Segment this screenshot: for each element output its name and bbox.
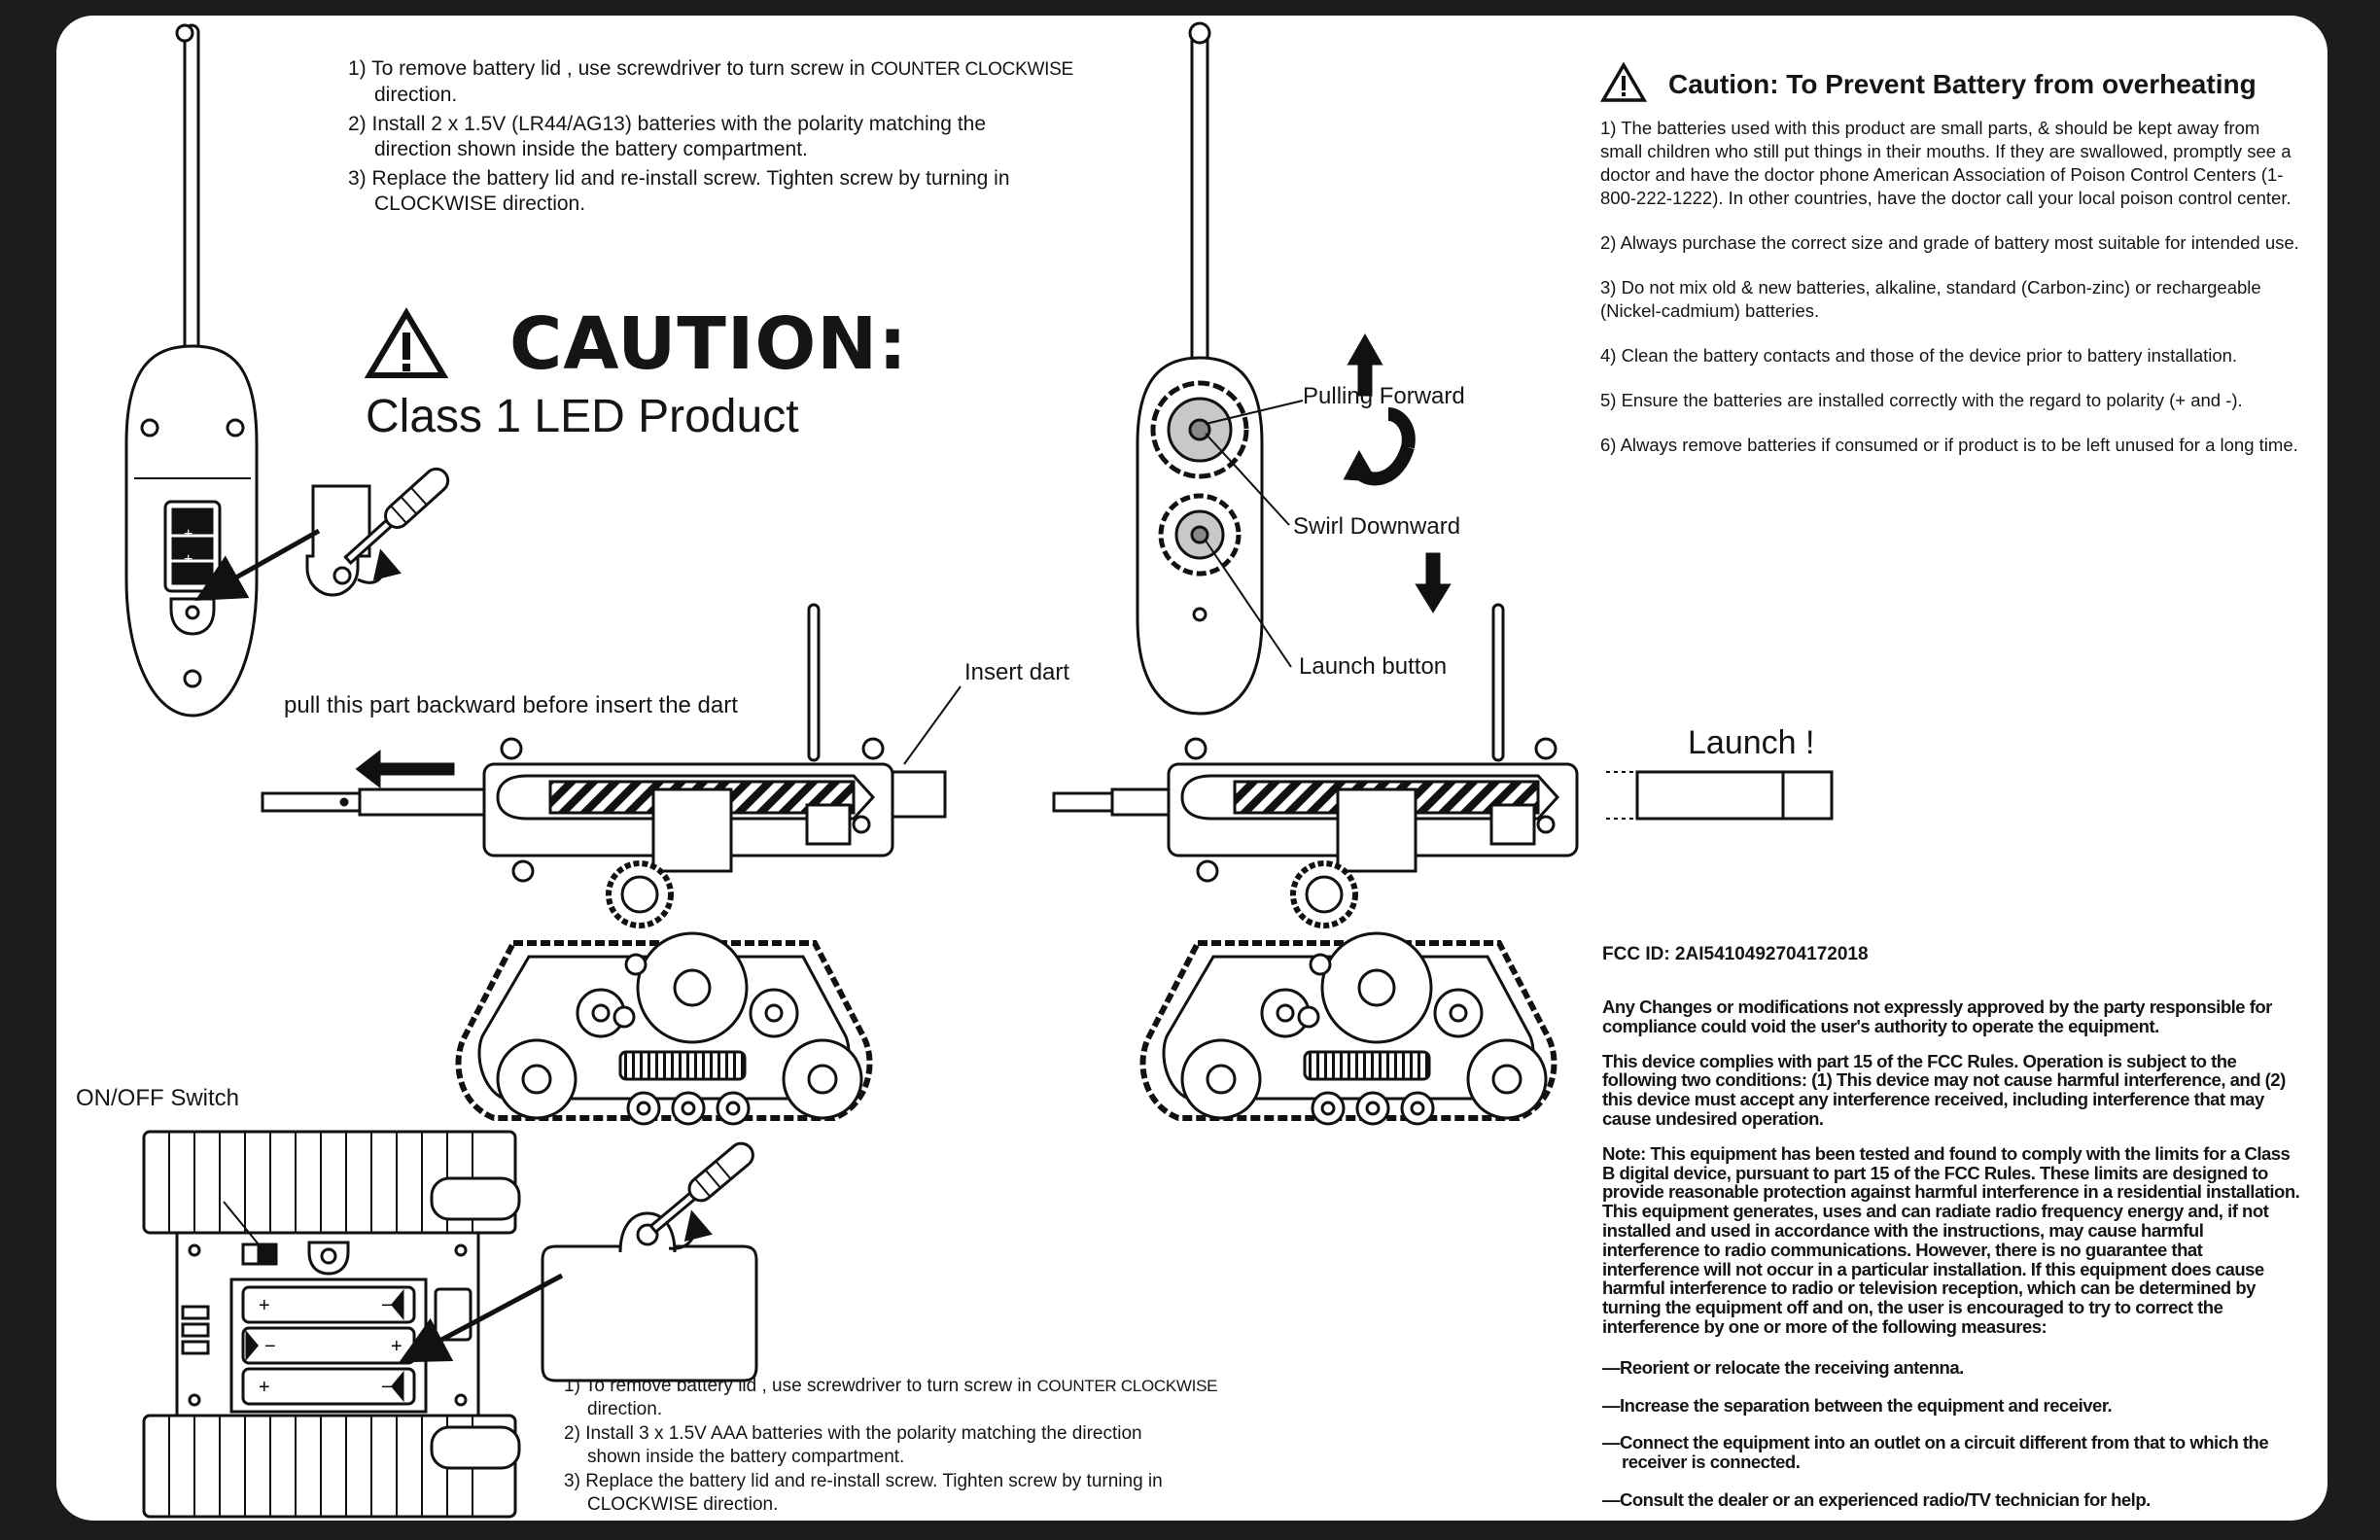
battery-minus-label: − <box>381 1377 393 1398</box>
tank-left-illustration <box>261 603 962 1126</box>
step-text: Install 3 x 1.5V AAA batteries with the … <box>585 1423 1142 1444</box>
insert-dart-label: Insert dart <box>964 659 1070 685</box>
fcc-statement: FCC ID: 2AI5410492704172018 Any Changes … <box>1602 943 2302 1521</box>
fcc-paragraph: Any Changes or modifications not express… <box>1602 997 2272 1036</box>
instruction-sheet: 1) To remove battery lid , use screwdriv… <box>56 16 2328 1521</box>
fcc-measure: —Consult the dealer or an experienced ra… <box>1602 1488 2151 1510</box>
step-text: To remove battery lid , use screwdriver … <box>371 57 871 80</box>
pulling-forward-label: Pulling Forward <box>1303 383 1465 409</box>
caution-subtitle: Class 1 LED Product <box>366 391 799 442</box>
step-text-cont: CLOCKWISE direction. <box>374 192 586 215</box>
step-text-cont: direction. <box>587 1399 663 1419</box>
battery-plus-label: + <box>259 1377 270 1398</box>
remote-step-2: 2) Install 2 x 1.5V (LR44/AG13) batterie… <box>348 112 1184 162</box>
battery-caution-heading: Caution: To Prevent Battery from overhea… <box>1599 61 2300 102</box>
warning-triangle-icon <box>1599 61 1648 102</box>
remote-step-3: 3) Replace the battery lid and re-instal… <box>348 166 1184 217</box>
base-battery-steps: 1) To remove battery lid , use screwdriv… <box>564 1375 1361 1518</box>
tank-right-illustration <box>1052 603 1834 1126</box>
launch-label: Launch ! <box>1688 724 1815 761</box>
step-number: 2) <box>564 1423 580 1444</box>
battery-caution-list: 1) The batteries used with this product … <box>1600 117 2300 457</box>
battery-caution-item: 3) Do not mix old & new batteries, alkal… <box>1600 277 2261 321</box>
step-text-cont: CLOCKWISE direction. <box>587 1494 779 1515</box>
battery-caution-item: 2) Always purchase the correct size and … <box>1600 232 2299 253</box>
step-number: 3) <box>564 1471 580 1491</box>
illustrations: + − − + + − + + <box>124 21 1834 1519</box>
fcc-paragraph: Note: This equipment has been tested and… <box>1602 1142 2300 1337</box>
step-text-cont: shown inside the battery compartment. <box>587 1447 905 1467</box>
battery-caution-item: 1) The batteries used with this product … <box>1600 118 2292 208</box>
remote-front-view <box>1136 21 1452 716</box>
remote-step-1: 1) To remove battery lid , use screwdriv… <box>348 56 1184 108</box>
base-step-1: 1) To remove battery lid , use screwdriv… <box>564 1375 1361 1421</box>
battery-caution-heading-text: Caution: To Prevent Battery from overhea… <box>1668 69 2257 99</box>
fcc-measure: —Increase the separation between the equ… <box>1602 1394 2113 1416</box>
tank-underside-illustration <box>142 1130 758 1519</box>
battery-plus-label: + <box>391 1336 402 1357</box>
fcc-paragraph: This device complies with part 15 of the… <box>1602 1050 2286 1129</box>
step-text-cont: direction. <box>374 84 458 106</box>
step-text-cont: direction shown inside the battery compa… <box>374 138 808 160</box>
fcc-id: FCC ID: 2AI5410492704172018 <box>1602 944 1869 964</box>
fcc-measure: —Reorient or relocate the receiving ante… <box>1602 1356 1964 1378</box>
step-text: Install 2 x 1.5V (LR44/AG13) batteries w… <box>371 113 987 135</box>
remote-battery-plus-label: + <box>184 551 192 568</box>
warning-triangle-icon <box>364 307 449 378</box>
launch-button-label: Launch button <box>1299 653 1448 680</box>
battery-caution-item: 5) Ensure the batteries are installed co… <box>1600 390 2243 410</box>
on-off-switch-label: ON/OFF Switch <box>76 1085 240 1111</box>
step-text: Replace the battery lid and re-install s… <box>585 1471 1163 1491</box>
base-step-3: 3) Replace the battery lid and re-instal… <box>564 1470 1361 1517</box>
step-number: 3) <box>348 167 367 190</box>
swirl-downward-label: Swirl Downward <box>1293 513 1461 540</box>
remote-battery-steps: 1) To remove battery lid , use screwdriv… <box>348 56 1184 221</box>
remote-back-view <box>124 23 450 718</box>
fcc-measure: —Connect the equipment into an outlet on… <box>1602 1432 2269 1473</box>
battery-caution-item: 6) Always remove batteries if consumed o… <box>1600 435 2298 455</box>
step-emphasis: COUNTER CLOCKWISE <box>870 59 1073 80</box>
battery-minus-label: − <box>381 1295 393 1316</box>
base-step-2: 2) Install 3 x 1.5V AAA batteries with t… <box>564 1422 1361 1469</box>
step-text: Replace the battery lid and re-install s… <box>371 167 1010 190</box>
step-emphasis: COUNTER CLOCKWISE <box>1036 1377 1218 1395</box>
battery-plus-label: + <box>259 1295 270 1316</box>
step-number: 1) <box>348 57 367 80</box>
step-number: 2) <box>348 113 367 135</box>
battery-caution-item: 4) Clean the battery contacts and those … <box>1600 345 2238 366</box>
battery-polarity-labels: + − − + + − + + <box>184 526 402 1398</box>
remote-battery-plus-label: + <box>184 526 192 542</box>
battery-minus-label: − <box>264 1336 276 1357</box>
battery-caution-panel: Caution: To Prevent Battery from overhea… <box>1599 61 2300 478</box>
pull-back-label: pull this part backward before insert th… <box>284 692 738 718</box>
caution-title: CAUTION: <box>509 302 908 386</box>
